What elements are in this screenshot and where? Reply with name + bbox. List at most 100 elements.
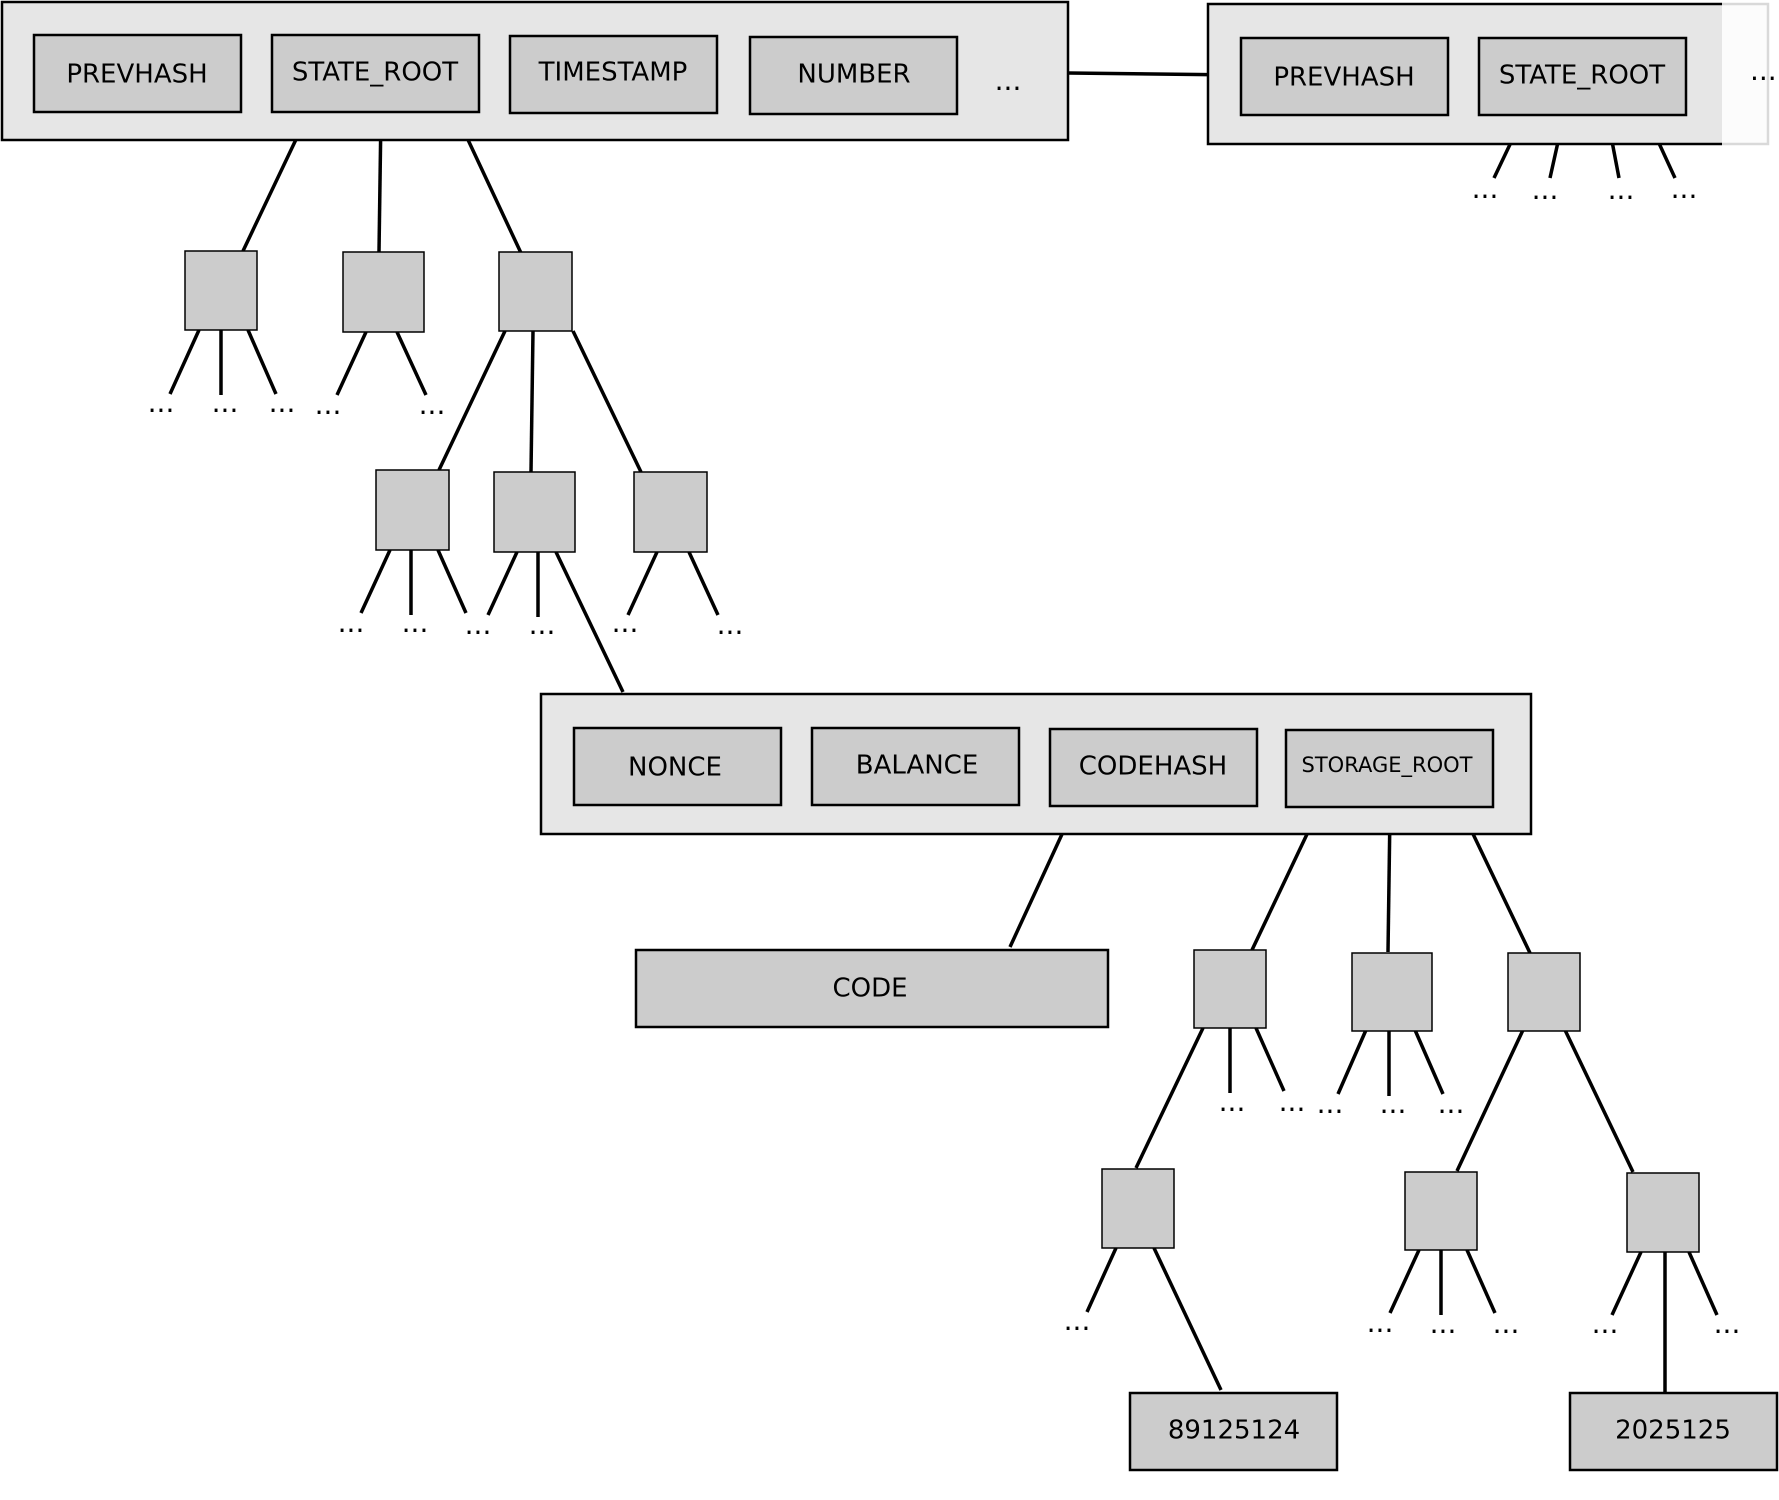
ellipsis: ... <box>1430 1307 1457 1340</box>
block-1-number-label: NUMBER <box>797 60 910 90</box>
edge <box>168 329 201 395</box>
storage-value-box <box>1128 1391 1339 1472</box>
edge <box>529 330 535 473</box>
block-1-state-root-field <box>270 33 481 114</box>
trie-node <box>498 251 573 332</box>
account-nonce-label: NONCE <box>628 753 722 783</box>
ellipsis: ... <box>1438 1087 1465 1120</box>
ellipsis: ... <box>212 386 239 419</box>
edge <box>1152 1247 1223 1391</box>
trie-node <box>1626 1172 1700 1253</box>
block-1-state-root-label: STATE_ROOT <box>292 58 458 88</box>
edge <box>554 551 625 693</box>
ellipsis: ... <box>402 606 429 639</box>
trie-node <box>184 250 258 331</box>
ellipsis: ... <box>1592 1307 1619 1340</box>
edge <box>436 549 468 614</box>
ellipsis: ... <box>717 608 744 641</box>
trie-node <box>1351 952 1433 1032</box>
ellipsis: ... <box>529 608 556 641</box>
edge <box>1134 1027 1205 1169</box>
ellipsis: ... <box>1532 173 1559 206</box>
edge <box>437 330 507 471</box>
trie-node <box>633 471 708 553</box>
ellipsis: ... <box>1064 1304 1091 1337</box>
trie-node <box>342 251 425 333</box>
edge <box>395 331 428 396</box>
ellipsis: ... <box>1714 1307 1741 1340</box>
ellipsis: ... <box>1279 1085 1306 1118</box>
ellipsis: ... <box>465 608 492 641</box>
block-2-prevhash-label: PREVHASH <box>1273 63 1414 93</box>
edge <box>1413 1029 1445 1095</box>
block-2-more-ellipsis: ... <box>1750 54 1777 87</box>
edge <box>246 329 278 395</box>
edge <box>1610 1251 1643 1316</box>
account-codehash-label: CODEHASH <box>1079 752 1227 782</box>
block-2-prevhash-field <box>1239 36 1450 117</box>
edge <box>1563 1029 1635 1173</box>
edge <box>571 330 643 473</box>
trie-node <box>375 469 450 551</box>
trie-node <box>1101 1168 1175 1249</box>
edge <box>359 549 392 614</box>
edge <box>1254 1027 1286 1092</box>
account: NONCE BALANCE CODEHASH STORAGE_ROOT <box>539 692 1533 836</box>
edge <box>1465 1249 1497 1314</box>
account-storage-root-field <box>1284 728 1495 809</box>
code-label: CODE <box>832 974 907 1004</box>
ellipsis-markers: ... ... ... ... ... ... ... ... ... ... … <box>148 172 1741 1340</box>
edge <box>486 551 519 616</box>
ellipsis: ... <box>1219 1085 1246 1118</box>
block-1-timestamp-label: TIMESTAMP <box>538 58 688 88</box>
ellipsis: ... <box>1367 1306 1394 1339</box>
ellipsis: ... <box>612 606 639 639</box>
trie-node <box>1404 1171 1478 1251</box>
block-2-state-root-field <box>1477 36 1688 117</box>
state-trie-nodes <box>184 250 708 553</box>
ellipsis: ... <box>269 386 296 419</box>
ellipsis: ... <box>315 388 342 421</box>
edge <box>1336 1029 1368 1095</box>
block-1-prevhash-label: PREVHASH <box>66 60 207 90</box>
block-2-fade <box>1722 2 1779 147</box>
ellipsis: ... <box>1671 172 1698 205</box>
trie-node <box>1193 949 1267 1029</box>
edge <box>335 331 368 396</box>
account-storage-root-label: STORAGE_ROOT <box>1302 753 1473 778</box>
edge <box>1388 1249 1421 1314</box>
block-1-timestamp-field <box>508 34 719 115</box>
block-2: PREVHASH STATE_ROOT ... <box>1206 2 1779 147</box>
block-1-number-field <box>748 35 959 116</box>
edge <box>626 551 659 616</box>
ellipsis: ... <box>338 606 365 639</box>
edge <box>1085 1247 1118 1313</box>
ellipsis: ... <box>1493 1307 1520 1340</box>
trie-node <box>493 471 576 553</box>
edges <box>168 71 1719 1392</box>
ellipsis: ... <box>148 386 175 419</box>
storage-trie-nodes <box>1101 949 1700 1253</box>
storage-value: 89125124 <box>1168 1416 1300 1446</box>
account-balance-label: BALANCE <box>856 751 979 781</box>
block-1-more-ellipsis: ... <box>995 64 1022 97</box>
trie-node <box>1507 952 1581 1032</box>
ellipsis: ... <box>1608 173 1635 206</box>
block-2-state-root-label: STATE_ROOT <box>1499 61 1665 91</box>
storage-value: 2025125 <box>1615 1416 1731 1446</box>
account-codehash-field <box>1048 727 1259 808</box>
account-nonce-field <box>572 726 783 807</box>
block-1: PREVHASH STATE_ROOT TIMESTAMP NUMBER ... <box>0 0 1070 142</box>
storage-value-box <box>1568 1391 1779 1472</box>
account-balance-field <box>810 726 1021 807</box>
code-box <box>634 948 1110 1029</box>
ellipsis: ... <box>419 388 446 421</box>
edge <box>1455 1029 1525 1172</box>
ellipsis: ... <box>1472 172 1499 205</box>
edge <box>687 551 720 616</box>
edge <box>1687 1251 1719 1316</box>
block-1-prevhash-field <box>32 33 243 114</box>
ellipsis: ... <box>1380 1087 1407 1120</box>
edge <box>1461 812 1532 954</box>
